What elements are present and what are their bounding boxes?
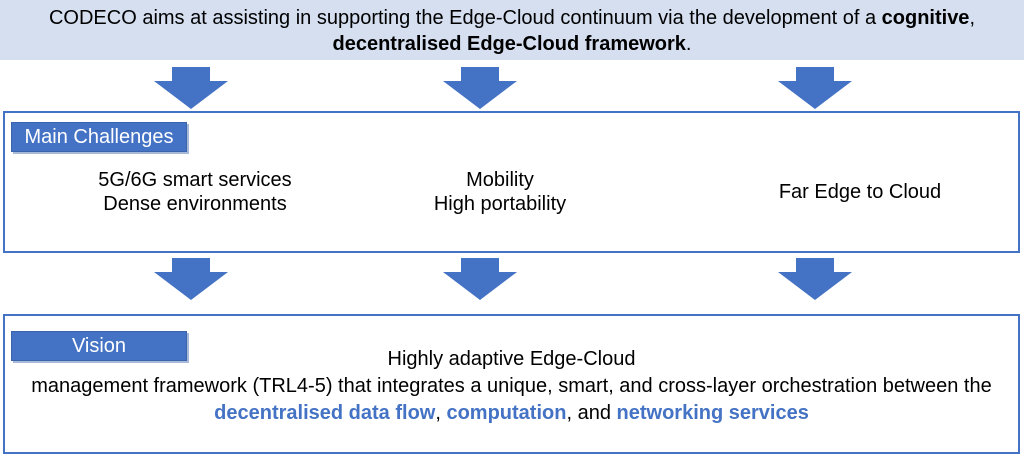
arrow-down-icon <box>778 258 852 300</box>
challenge-item: High portability <box>433 193 567 215</box>
vision-title: Vision <box>11 331 187 361</box>
arrow-down-icon <box>778 67 852 109</box>
challenge-item: 5G/6G smart services <box>98 169 292 191</box>
vision-line-1: Highly adaptive Edge-Cloud <box>387 348 636 370</box>
challenge-column-3: Far Edge to Cloud <box>710 180 1010 204</box>
banner-comma: , <box>969 7 975 29</box>
arrow-down-icon <box>154 67 228 109</box>
banner-line-2: decentralised Edge-Cloud framework. <box>0 31 1024 57</box>
challenge-item: Far Edge to Cloud <box>778 181 942 203</box>
highlight-data-flow: decentralised data flow <box>214 402 436 424</box>
challenge-column-1: 5G/6G smart services Dense environments <box>45 168 345 216</box>
challenges-box: Main Challenges 5G/6G smart services Den… <box>3 111 1020 253</box>
vision-line-3: decentralised data flow, computation, an… <box>5 400 1018 427</box>
vision-line-2: management framework (TRL4-5) that integ… <box>31 375 992 397</box>
challenges-title: Main Challenges <box>11 122 187 152</box>
highlight-computation: computation <box>446 402 567 424</box>
separator: , and <box>566 402 617 424</box>
banner-text: CODECO aims at assisting in supporting t… <box>48 7 882 29</box>
banner-bold-framework: decentralised Edge-Cloud framework <box>332 33 686 55</box>
banner-line-1: CODECO aims at assisting in supporting t… <box>0 5 1024 31</box>
banner-period: . <box>685 33 692 55</box>
intro-banner: CODECO aims at assisting in supporting t… <box>0 0 1024 60</box>
vision-box: Vision Highly adaptive Edge-Cloud manage… <box>3 314 1020 454</box>
challenge-item: Mobility <box>466 169 534 191</box>
highlight-networking: networking services <box>616 402 809 424</box>
arrow-down-icon <box>443 67 517 109</box>
arrow-down-icon <box>443 258 517 300</box>
challenge-item: Dense environments <box>103 193 287 215</box>
banner-bold-cognitive: cognitive <box>881 7 970 29</box>
challenge-column-2: Mobility High portability <box>350 168 650 216</box>
vision-statement: Highly adaptive Edge-Cloud management fr… <box>5 346 1018 427</box>
arrow-down-icon <box>154 258 228 300</box>
separator: , <box>435 402 447 424</box>
